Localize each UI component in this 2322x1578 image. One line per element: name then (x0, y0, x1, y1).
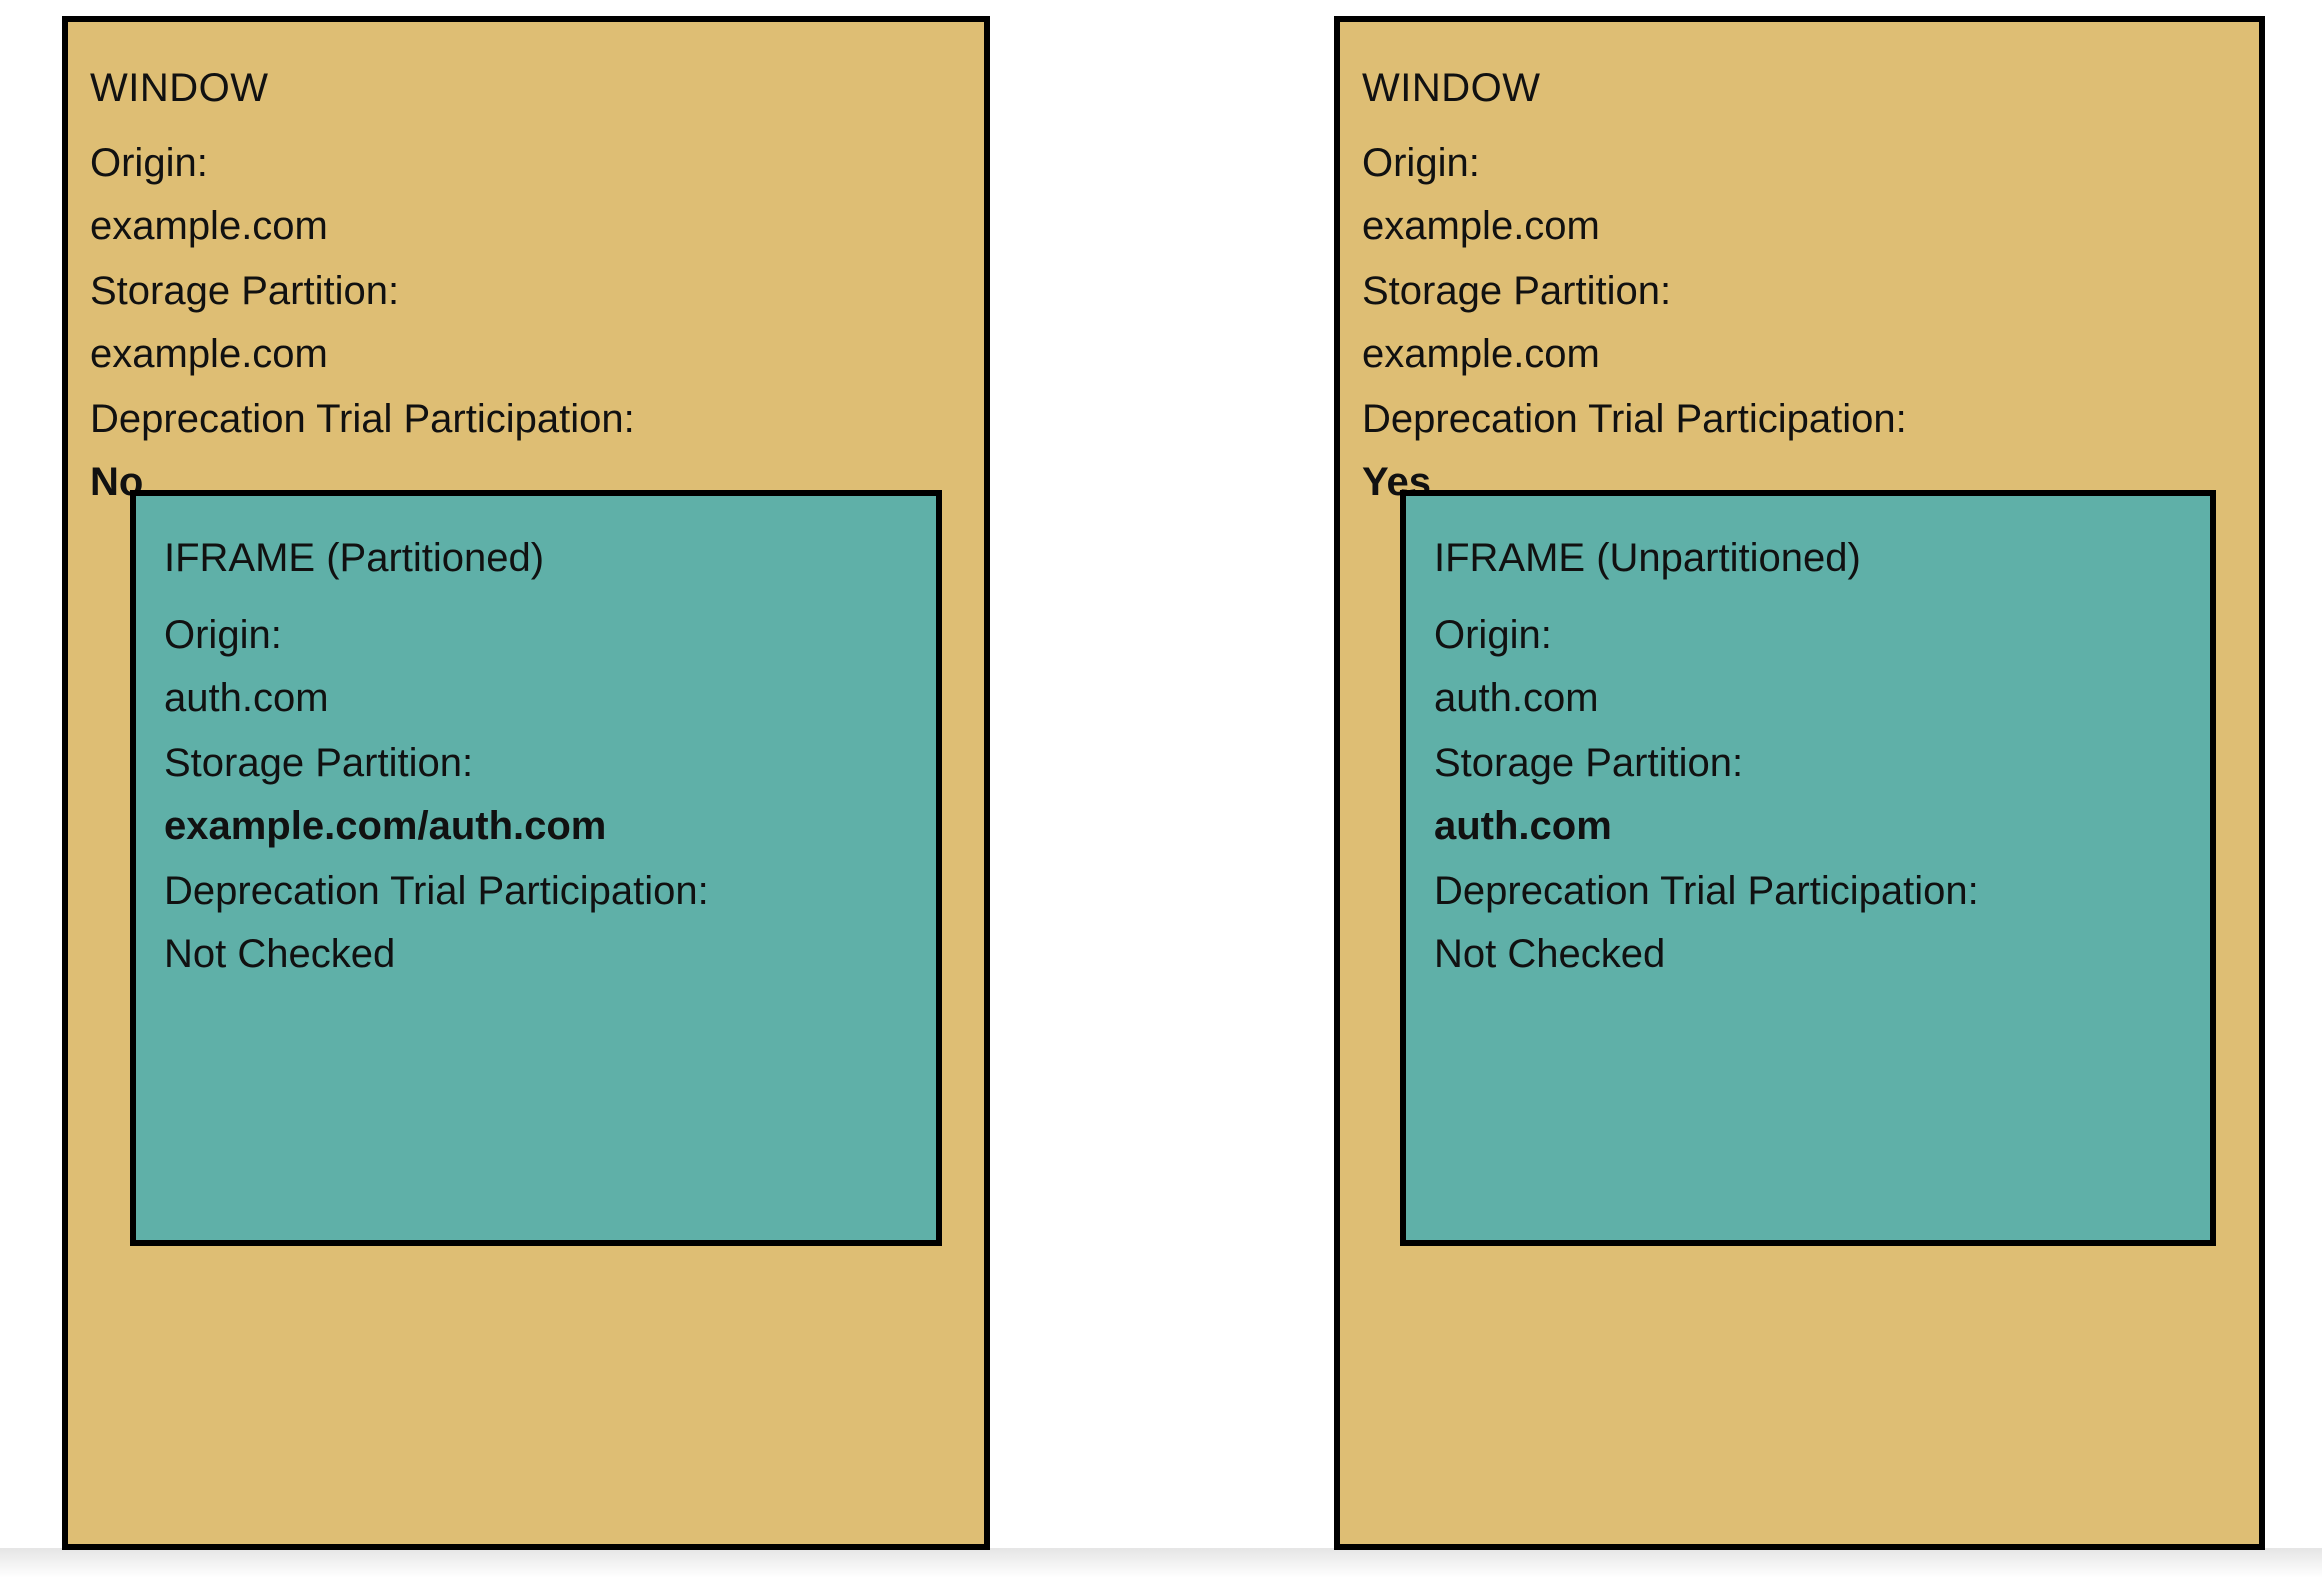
window-origin-label: Origin: (1362, 141, 1480, 185)
iframe-box-partitioned: IFRAME (Partitioned) Origin: auth.com St… (130, 490, 942, 1246)
iframe-origin-field: Origin: auth.com (1434, 604, 1599, 730)
iframe-storage-partition-value: example.com/auth.com (164, 804, 607, 848)
iframe-title: IFRAME (Unpartitioned) (1434, 536, 1861, 580)
iframe-storage-partition-field: Storage Partition: example.com/auth.com (164, 732, 606, 858)
iframe-storage-partition-value: auth.com (1434, 804, 1612, 848)
window-origin-value: example.com (1362, 204, 1600, 248)
window-storage-partition-field: Storage Partition: example.com (90, 260, 399, 386)
iframe-storage-partition-label: Storage Partition: (1434, 741, 1744, 785)
window-storage-partition-field: Storage Partition: example.com (1362, 260, 1671, 386)
iframe-deprecation-trial-value: Not Checked (1434, 932, 1666, 976)
window-origin-field: Origin: example.com (1362, 132, 1600, 258)
window-deprecation-trial-label: Deprecation Trial Participation: (1362, 397, 1907, 441)
window-deprecation-trial-field: Deprecation Trial Participation: Yes (1362, 388, 1907, 514)
window-storage-partition-value: example.com (90, 332, 328, 376)
iframe-box-unpartitioned: IFRAME (Unpartitioned) Origin: auth.com … (1400, 490, 2216, 1246)
window-title: WINDOW (1362, 66, 1541, 110)
page-shadow (0, 1548, 2322, 1578)
window-title: WINDOW (90, 66, 269, 110)
window-storage-partition-value: example.com (1362, 332, 1600, 376)
iframe-storage-partition-label: Storage Partition: (164, 741, 474, 785)
iframe-origin-field: Origin: auth.com (164, 604, 329, 730)
window-origin-value: example.com (90, 204, 328, 248)
iframe-origin-value: auth.com (164, 676, 329, 720)
iframe-deprecation-trial-field: Deprecation Trial Participation: Not Che… (164, 860, 709, 986)
window-storage-partition-label: Storage Partition: (90, 269, 400, 313)
iframe-title: IFRAME (Partitioned) (164, 536, 545, 580)
iframe-deprecation-trial-label: Deprecation Trial Participation: (164, 869, 709, 913)
window-storage-partition-label: Storage Partition: (1362, 269, 1672, 313)
iframe-storage-partition-field: Storage Partition: auth.com (1434, 732, 1743, 858)
iframe-deprecation-trial-label: Deprecation Trial Participation: (1434, 869, 1979, 913)
window-deprecation-trial-field: Deprecation Trial Participation: No (90, 388, 635, 514)
window-deprecation-trial-label: Deprecation Trial Participation: (90, 397, 635, 441)
window-origin-label: Origin: (90, 141, 208, 185)
window-box-partitioned: WINDOW Origin: example.com Storage Parti… (62, 16, 990, 1550)
iframe-deprecation-trial-value: Not Checked (164, 932, 396, 976)
window-box-unpartitioned: WINDOW Origin: example.com Storage Parti… (1334, 16, 2265, 1550)
window-origin-field: Origin: example.com (90, 132, 328, 258)
iframe-origin-label: Origin: (164, 613, 282, 657)
iframe-origin-label: Origin: (1434, 613, 1552, 657)
iframe-deprecation-trial-field: Deprecation Trial Participation: Not Che… (1434, 860, 1979, 986)
iframe-origin-value: auth.com (1434, 676, 1599, 720)
